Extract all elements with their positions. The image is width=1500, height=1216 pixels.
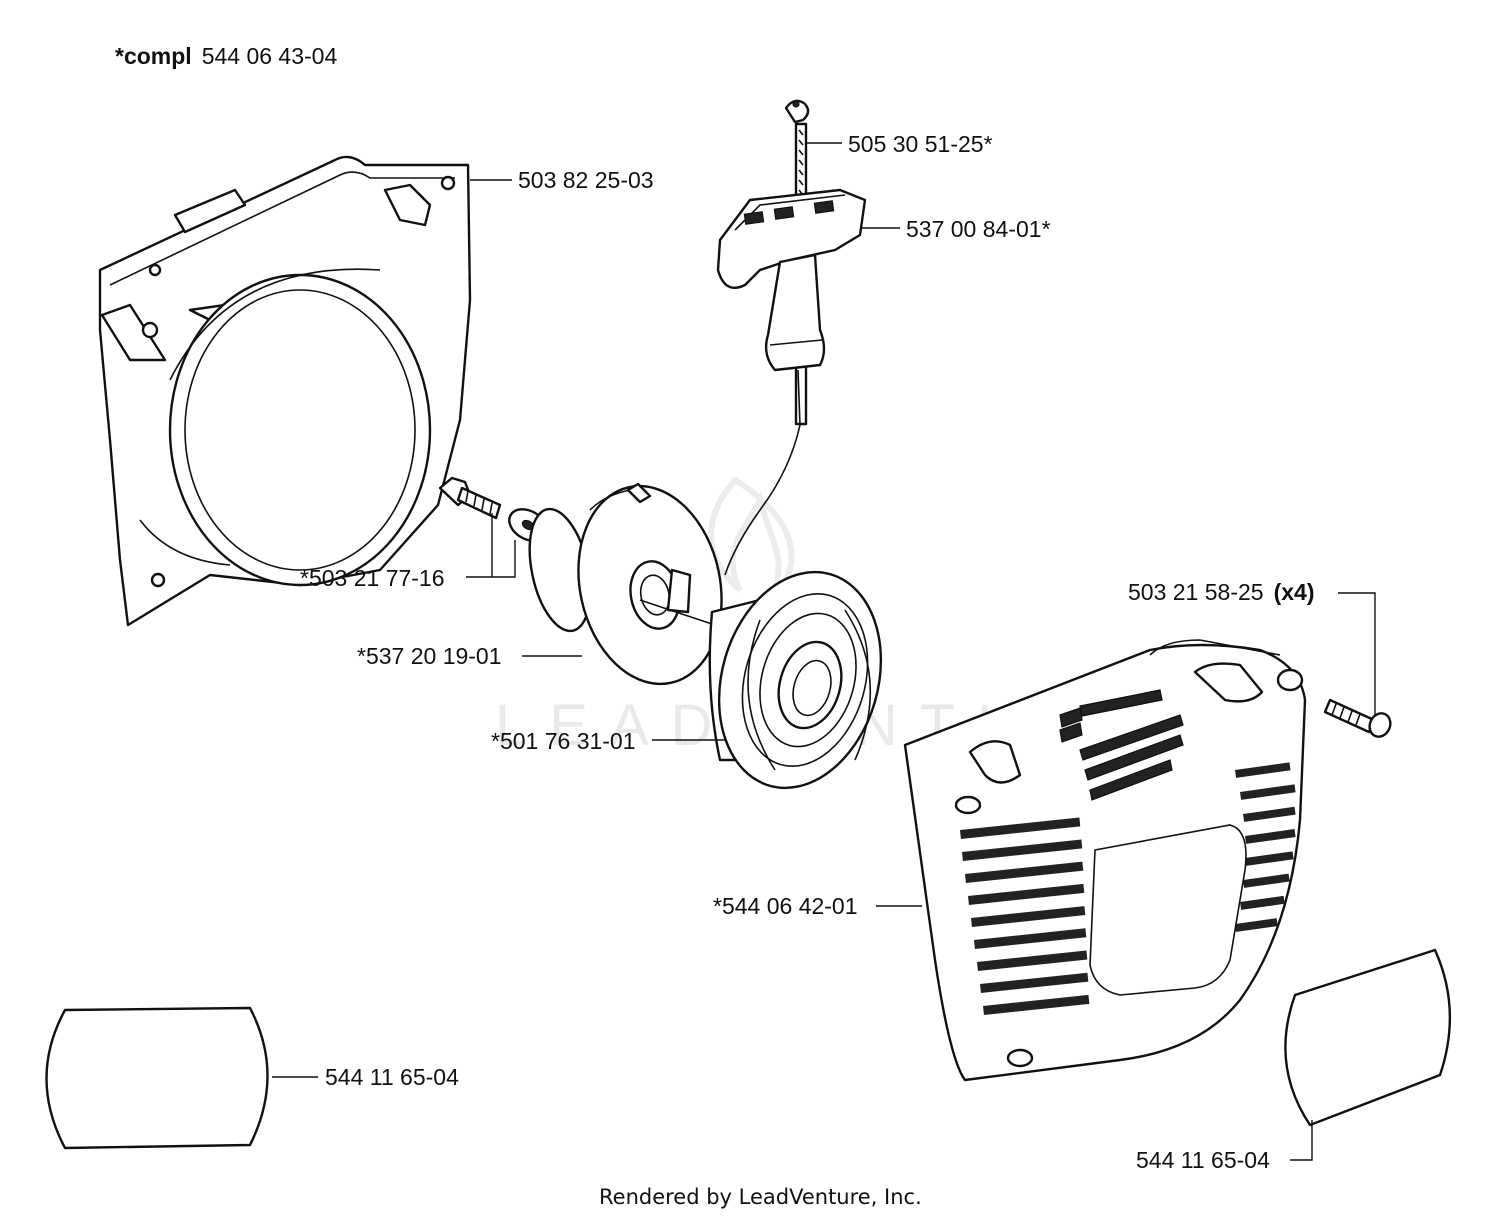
compl-number: 544 06 43-04 [202,43,338,69]
callout-decal-left: 544 11 65-04 [325,1064,459,1090]
spring-cassette-part [708,570,883,790]
fan-housing-part [98,155,472,627]
decal-left-part [45,1006,269,1150]
screw-x4-number: 503 21 58-25 [1128,579,1264,605]
top-vents [1059,689,1184,801]
compl-prefix: *compl [115,43,192,69]
callout-starter-rope: 505 30 51-25* [848,131,993,157]
starter-handle-part [716,99,867,576]
assembly-number: *compl 544 06 43-04 [115,43,337,69]
callout-screw-x4: 503 21 58-25 (x4) [1128,579,1314,605]
screw-x4-qty: (x4) [1274,579,1315,605]
footer-credit: Rendered by LeadVenture, Inc. [599,1185,922,1209]
leader-decal-right [1290,1120,1313,1161]
callout-fan-housing: 503 82 25-03 [518,167,654,193]
callout-starter-cover: *544 06 42-01 [713,893,858,919]
front-vents [959,817,1090,1015]
starter-cover-part [903,639,1307,1082]
leader-screw-x4 [1338,592,1376,715]
callout-pulley: *537 20 19-01 [357,643,502,669]
callout-spring-cassette: *501 76 31-01 [491,728,636,754]
decal-right-part [1284,948,1452,1127]
callout-decal-right: 544 11 65-04 [1136,1147,1270,1173]
side-vents [1235,762,1296,932]
callout-starter-handle: 537 00 84-01* [906,216,1051,242]
screw-x4-part [1323,698,1392,738]
leader-screw-washer [466,513,516,578]
callout-screw-washer: *503 21 77-16 [300,565,445,591]
pulley-part [528,482,723,686]
